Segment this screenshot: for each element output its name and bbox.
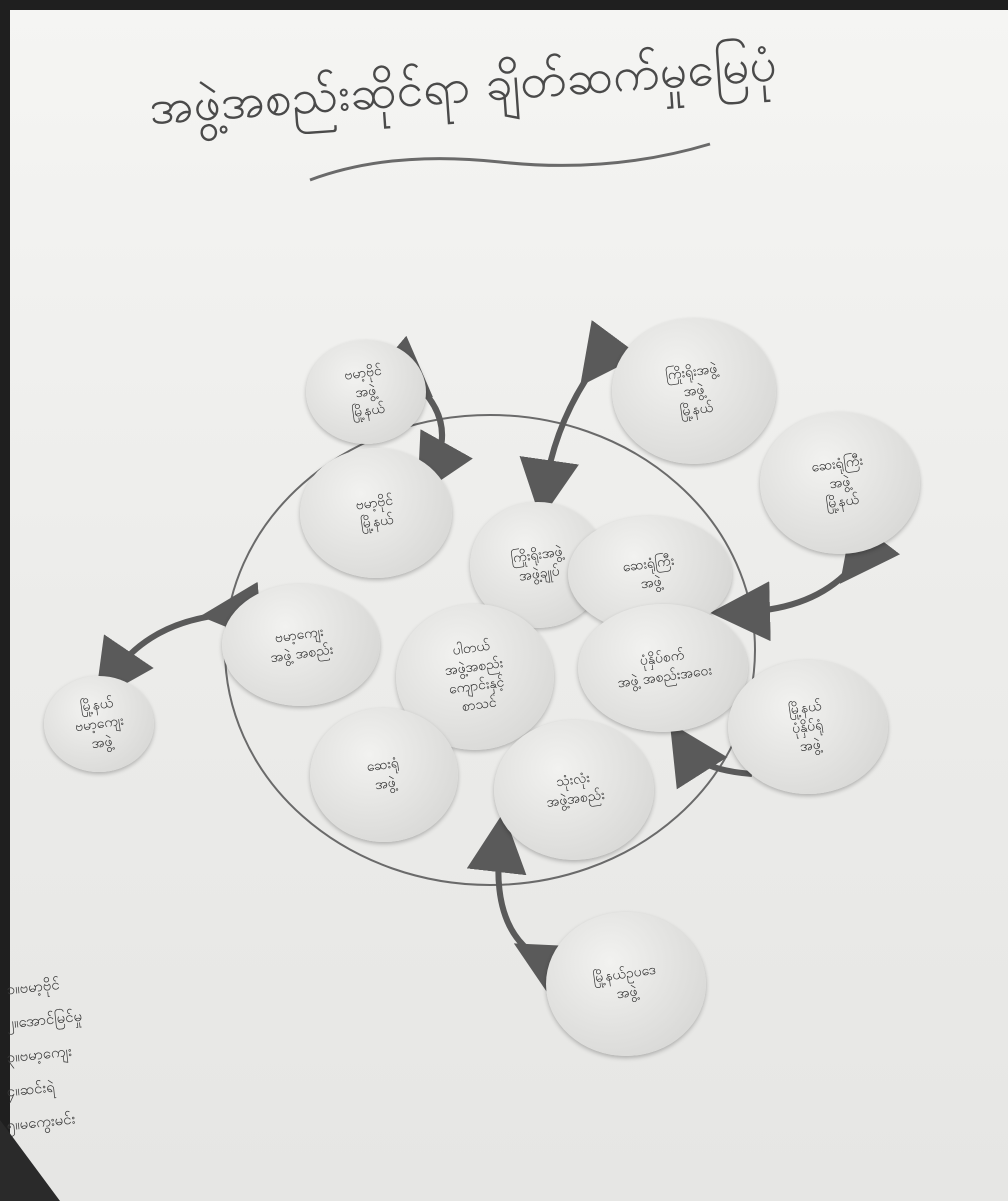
node-label: ဗမာ့ဗိုင် အဖွဲ့ မြို့နယ်: [343, 362, 387, 421]
node-label: ဆေးရုံကြီး အဖွဲ့ မြို့နယ်: [810, 452, 865, 512]
node-outer-bottomright: မြို့နယ် ပုံနှိပ်ရုံ အဖွဲ့: [728, 660, 888, 794]
node-label: မြို့နယ် ပုံနှိပ်ရုံ အဖွဲ့: [787, 697, 825, 755]
corner-shadow: [0, 1120, 60, 1201]
arrow-n14-n13: [466, 812, 581, 999]
node-inner-bottom: သုံးလုံး အဖွဲ့အစည်း: [494, 720, 654, 860]
node-label: မြို့နယ် ဗမာ့ကျေး အဖွဲ့: [73, 694, 125, 752]
node-label: ကြိုးရိုးအဖွဲ့ အဖွဲ့ မြို့နယ်: [664, 360, 719, 420]
node-label: ကြိုးရိုးအဖွဲ့ အဖွဲ့ချုပ်: [509, 543, 564, 585]
node-outer-right: ဆေးရုံကြီး အဖွဲ့ မြို့နယ်: [760, 412, 920, 554]
arrow-n11-n9: [669, 722, 753, 790]
legend-list: ၁။ဗမာ့ဗိုင် ၂။အောင်မြင်မှု ၃။ဗမာ့ကျေး ၄။…: [6, 960, 246, 1134]
node-label: ဗမာ့ဗိုင် မြို့နယ်: [354, 492, 395, 533]
node-label: ဗမာ့ကျေး အဖွဲ့ အစည်း: [269, 623, 335, 667]
node-inner-topleft: ဗမာ့ဗိုင် မြို့နယ်: [300, 448, 452, 578]
node-outer-bottom: မြို့နယ်ဥပဒေ အဖွဲ့: [546, 912, 706, 1056]
node-inner-right: ပုံနှိပ်စက် အဖွဲ့ အစည်းအဝေး: [578, 604, 748, 732]
node-outer-topright: ကြိုးရိုးအဖွဲ့ အဖွဲ့ မြို့နယ်: [612, 318, 776, 464]
arrow-n7-n10: [95, 581, 263, 701]
arrow-n2-n5: [519, 320, 640, 520]
arrow-n3-n9: [710, 517, 901, 642]
node-label: ပါတယ် အဖွဲ့အစည်း ကျောင်းနှင့် စာသင်: [443, 637, 505, 715]
node-label: ဆေးရုံကြီး အဖွဲ့: [621, 552, 676, 593]
node-inner-bottomleft: ဆေးရုံ အဖွဲ့: [310, 708, 458, 842]
node-inner-left: ဗမာ့ကျေး အဖွဲ့ အစည်း: [222, 584, 380, 706]
node-outer-left: မြို့နယ် ဗမာ့ကျေး အဖွဲ့: [44, 676, 154, 772]
node-outer-topleft: ဗမာ့ဗိုင် အဖွဲ့ မြို့နယ်: [306, 340, 426, 444]
node-label: မြို့နယ်ဥပဒေ အဖွဲ့: [592, 961, 658, 1003]
node-label: သုံးလုံး အဖွဲ့အစည်း: [545, 769, 606, 811]
node-label: ပုံနှိပ်စက် အဖွဲ့ အစည်းအဝေး: [616, 647, 713, 692]
node-label: ဆေးရုံ အဖွဲ့: [365, 755, 400, 794]
title-underline: [309, 142, 711, 182]
